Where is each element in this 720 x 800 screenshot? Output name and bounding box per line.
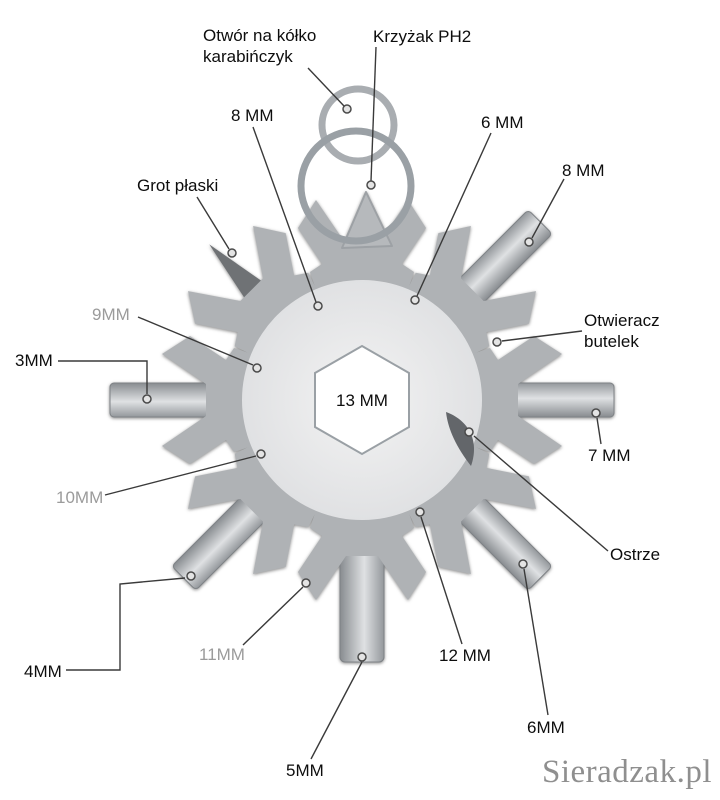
callout-dot-flat-tip bbox=[227, 248, 237, 258]
callout-dot-ph2 bbox=[366, 180, 376, 190]
callout-dot-12mm bbox=[415, 507, 425, 517]
callout-dot-bottle-opener bbox=[492, 337, 502, 347]
callout-line-12mm bbox=[420, 516, 463, 645]
label-ph2: Krzyżak PH2 bbox=[373, 27, 472, 46]
callout-dot-7mm bbox=[591, 408, 601, 418]
label-blade: Ostrze bbox=[610, 545, 661, 564]
label-flat-tip: Grot płaski bbox=[137, 176, 219, 195]
callout-dot-carabiner-hole bbox=[342, 104, 352, 114]
arm-left bbox=[162, 336, 264, 464]
callout-dot-6mm-top bbox=[410, 295, 420, 305]
callout-line-carabiner-hole bbox=[307, 67, 345, 107]
bit-3mm-left bbox=[109, 382, 211, 418]
center-hex-hole bbox=[314, 344, 410, 456]
bit-5mm-bottom bbox=[339, 551, 385, 663]
callout-dot-5mm bbox=[357, 652, 367, 662]
callout-dot-10mm bbox=[256, 449, 266, 459]
keyring bbox=[297, 85, 415, 245]
callout-line-9mm bbox=[137, 316, 254, 366]
callout-line-8mm-top bbox=[252, 126, 317, 303]
label-12mm: 12 MM bbox=[439, 646, 491, 665]
watermark: Sieradzak.pl bbox=[541, 754, 712, 790]
label-8mm-top: 8 MM bbox=[231, 106, 274, 125]
label-bottle-opener: Otwieracz butelek bbox=[584, 311, 660, 351]
label-7mm: 7 MM bbox=[588, 446, 631, 465]
label-11mm: 11MM bbox=[199, 645, 245, 664]
callout-dot-4mm bbox=[186, 571, 196, 581]
callout-line-10mm bbox=[104, 455, 257, 496]
callout-line-flat-tip bbox=[196, 196, 230, 250]
keyring-large-circle bbox=[297, 127, 415, 245]
callout-line-blade bbox=[473, 435, 609, 552]
callout-dot-blade bbox=[464, 427, 474, 437]
label-8mm-right: 8 MM bbox=[562, 161, 605, 180]
keyring-small-circle bbox=[318, 85, 398, 165]
label-9mm: 9MM bbox=[92, 305, 130, 324]
label-6mm-top: 6 MM bbox=[481, 113, 524, 132]
blade-cutout bbox=[446, 412, 475, 466]
arm-bottom bbox=[298, 498, 426, 600]
callout-line-11mm bbox=[242, 586, 304, 646]
label-6mm-bottom: 6MM bbox=[527, 718, 565, 737]
callout-dot-3mm bbox=[142, 394, 152, 404]
callout-line-3mm bbox=[58, 360, 148, 394]
callout-line-5mm bbox=[310, 661, 363, 760]
callout-dot-8mm-top bbox=[313, 301, 323, 311]
callout-dot-8mm-right bbox=[524, 237, 534, 247]
callout-line-ph2 bbox=[370, 46, 377, 182]
callout-line-4mm bbox=[66, 577, 186, 671]
callout-lines bbox=[58, 46, 609, 760]
callout-dot-9mm bbox=[252, 363, 262, 373]
label-10mm: 10MM bbox=[56, 488, 104, 507]
callout-line-8mm-right bbox=[531, 178, 565, 239]
label-3mm: 3MM bbox=[15, 351, 53, 370]
arm-right bbox=[460, 336, 562, 464]
callout-line-bottle-opener bbox=[501, 330, 583, 342]
callout-dots bbox=[142, 104, 601, 662]
snowflake-multitool bbox=[109, 191, 615, 663]
callout-line-6mm-bottom bbox=[523, 568, 549, 716]
callout-line-6mm-top bbox=[416, 132, 492, 297]
label-carabiner-hole: Otwór na kółko karabińczyk bbox=[203, 26, 317, 66]
label-13mm-center: 13 MM bbox=[336, 391, 388, 410]
label-4mm: 4MM bbox=[24, 662, 62, 681]
callout-line-7mm bbox=[596, 417, 602, 445]
label-5mm: 5MM bbox=[286, 761, 324, 780]
callout-dot-11mm bbox=[301, 578, 311, 588]
callout-dot-6mm-bottom bbox=[518, 559, 528, 569]
